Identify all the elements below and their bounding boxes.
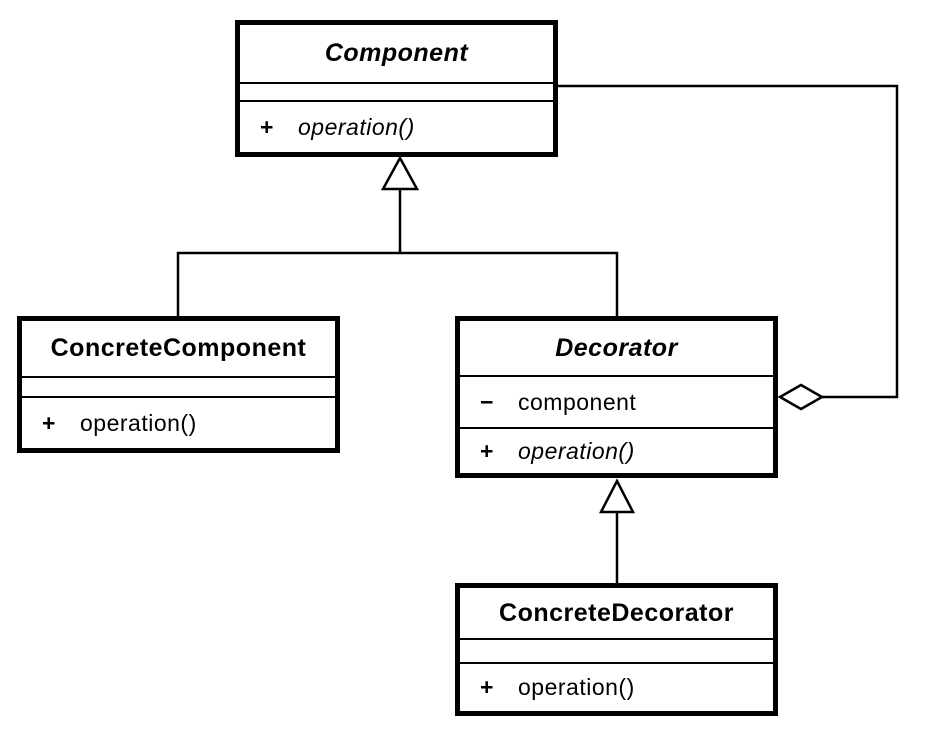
class-name-component: Component xyxy=(324,39,469,67)
class-box-component: Component + operation() xyxy=(235,20,558,157)
class-name-concrete-decorator: ConcreteDecorator xyxy=(499,598,734,627)
class-name-concrete-component: ConcreteComponent xyxy=(50,334,307,362)
attributes-compartment-component xyxy=(240,82,553,100)
aggregation-diamond-icon xyxy=(777,383,825,411)
class-box-concrete-decorator: ConcreteDecorator + operation() xyxy=(455,583,778,716)
visibility-symbol: + xyxy=(480,674,494,700)
operation-signature: operation() xyxy=(298,113,415,140)
operation-row: + operation() xyxy=(22,410,335,437)
generalization-arrowhead-decorator xyxy=(598,478,636,514)
operations-compartment-concrete-decorator: + operation() xyxy=(460,662,773,711)
operation-signature: operation() xyxy=(518,674,635,700)
class-box-concrete-component: ConcreteComponent + operation() xyxy=(17,316,340,453)
attribute-name: component xyxy=(518,388,637,415)
operations-compartment-decorator: + operation() xyxy=(460,427,773,473)
visibility-symbol: − xyxy=(480,388,494,415)
operation-signature: operation() xyxy=(518,437,635,464)
attributes-compartment-concrete-decorator xyxy=(460,638,773,662)
operation-signature: operation() xyxy=(80,409,197,436)
operation-row: + operation() xyxy=(240,114,553,141)
class-box-decorator: Decorator − component + operation() xyxy=(455,316,778,478)
visibility-symbol: + xyxy=(480,437,494,464)
visibility-symbol: + xyxy=(42,409,56,436)
attributes-compartment-concrete-component xyxy=(22,376,335,396)
generalization-arrowhead-component xyxy=(380,155,420,191)
operations-compartment-concrete-component: + operation() xyxy=(22,396,335,448)
aggregation-link xyxy=(558,84,899,399)
operation-row: + operation() xyxy=(460,438,773,465)
operation-row: + operation() xyxy=(460,674,773,701)
operations-compartment-component: + operation() xyxy=(240,100,553,152)
attribute-row: − component xyxy=(460,389,773,416)
visibility-symbol: + xyxy=(260,113,274,140)
class-name-decorator: Decorator xyxy=(555,333,678,362)
attributes-compartment-decorator: − component xyxy=(460,375,773,427)
